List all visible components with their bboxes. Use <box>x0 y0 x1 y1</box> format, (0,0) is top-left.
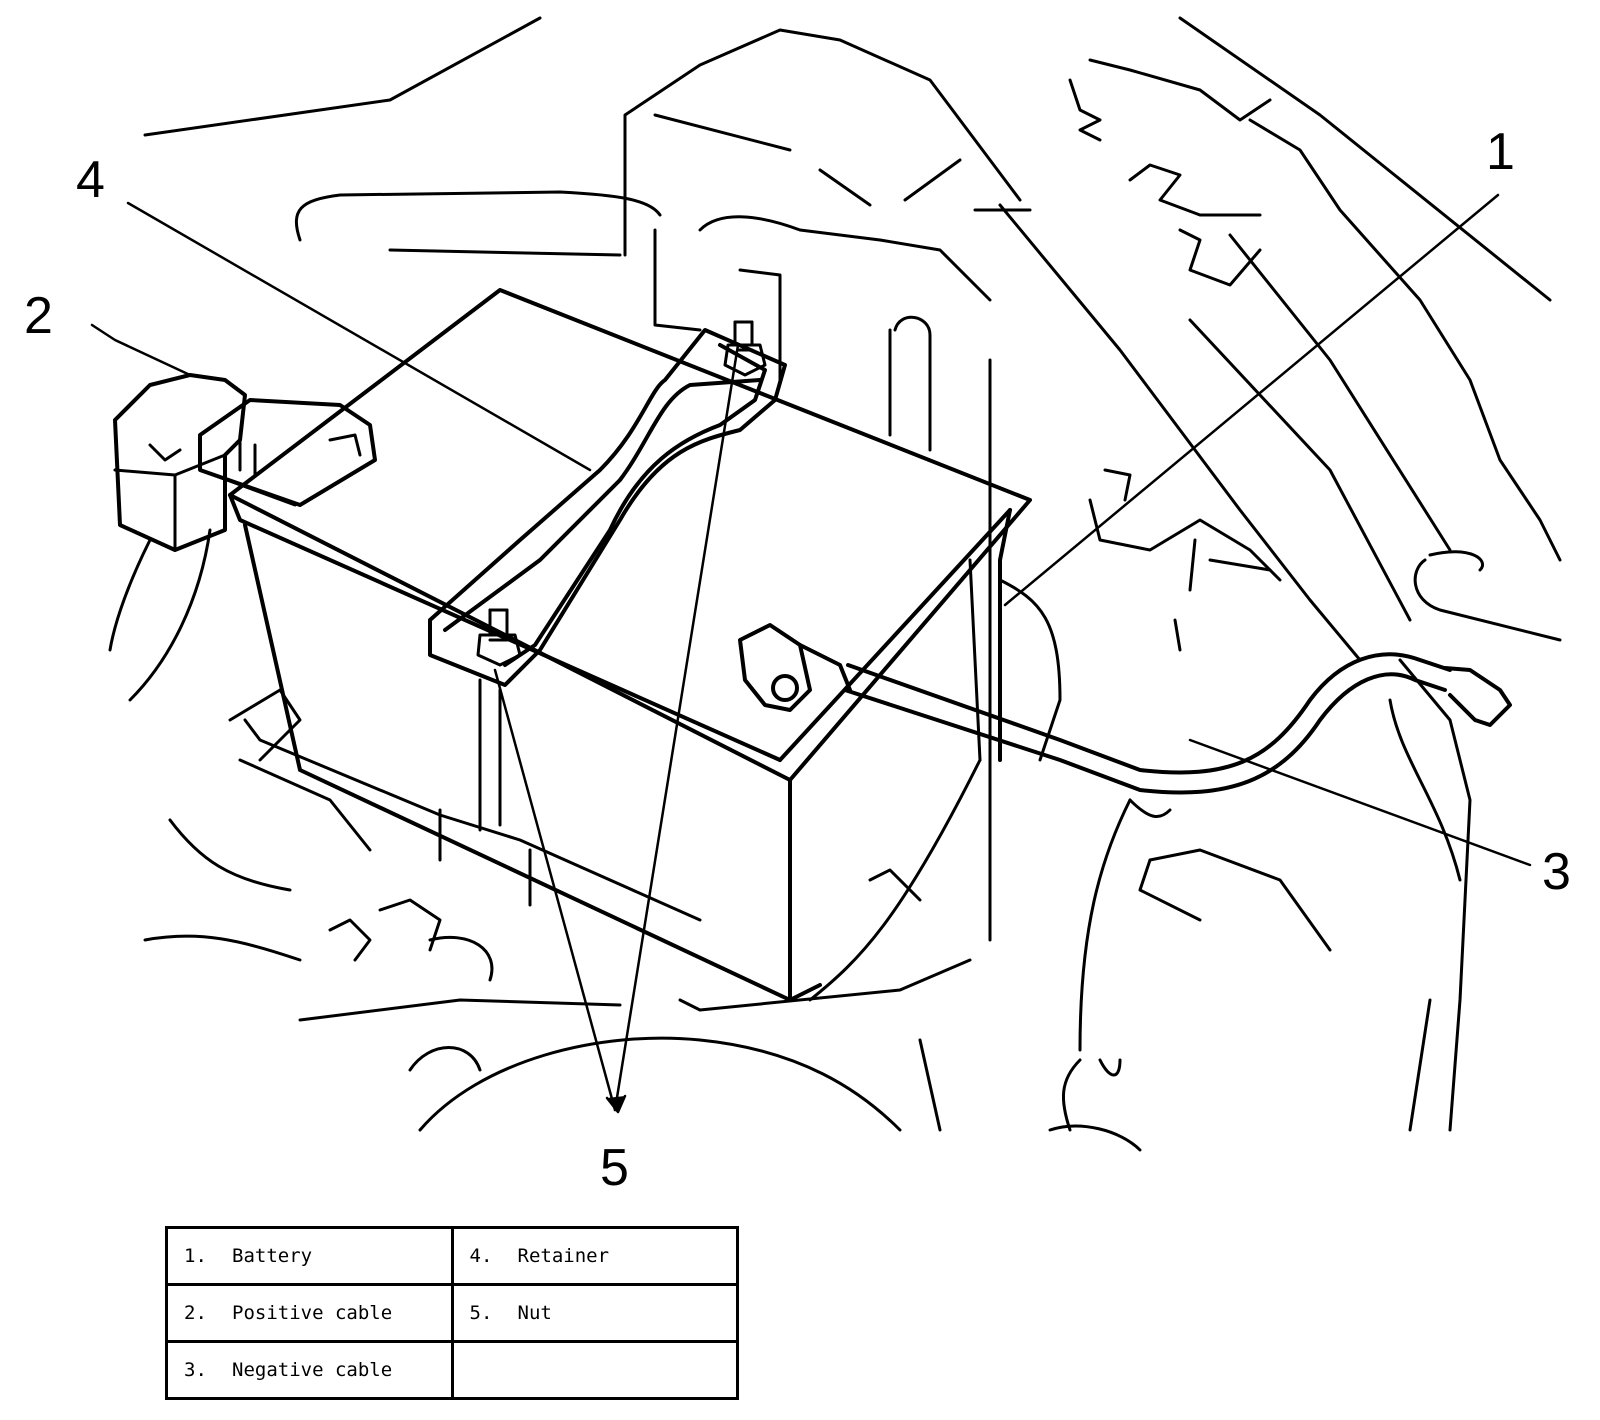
legend-row: 1. Battery 4. Retainer <box>165 1226 739 1286</box>
battery-tray <box>243 215 1062 1002</box>
leader-lines <box>90 193 1532 1114</box>
engine-bay-background <box>143 16 1562 1152</box>
battery-installation-illustration <box>90 16 1562 1152</box>
positive-cable[interactable] <box>113 373 377 552</box>
legend-number: 4. <box>469 1245 493 1267</box>
legend-number: 2. <box>184 1302 207 1324</box>
callout-1: 1 <box>1486 123 1515 181</box>
legend-number: 5. <box>469 1302 493 1324</box>
legend-table: 1. Battery 4. Retainer 2. Positive cable 5.… <box>165 1226 739 1400</box>
legend-cell: 2. Positive cable <box>165 1283 454 1343</box>
battery-body[interactable] <box>228 288 1032 1002</box>
callout-2: 2 <box>24 287 53 345</box>
legend-label: Nut <box>517 1302 552 1324</box>
legend-row: 3. Negative cable <box>165 1340 739 1400</box>
legend-cell: 5. Nut <box>450 1283 739 1343</box>
legend-cell: 3. Negative cable <box>165 1340 454 1400</box>
negative-cable[interactable] <box>738 623 1512 795</box>
legend-number: 1. <box>184 1245 207 1267</box>
legend-cell: 4. Retainer <box>450 1226 739 1286</box>
legend-label: Negative cable <box>232 1359 393 1381</box>
callout-4: 4 <box>76 151 105 209</box>
legend-cell-empty <box>450 1340 739 1400</box>
callout-3: 3 <box>1542 843 1571 901</box>
legend-label: Positive cable <box>232 1302 393 1324</box>
legend-cell: 1. Battery <box>165 1226 454 1286</box>
legend-row: 2. Positive cable 5. Nut <box>165 1283 739 1343</box>
nut-front[interactable] <box>476 608 522 667</box>
left-engine-parts <box>108 528 972 1132</box>
legend-number: 3. <box>184 1359 207 1381</box>
legend-label: Battery <box>232 1245 313 1267</box>
callout-5: 5 <box>600 1139 629 1197</box>
nut-rear[interactable] <box>723 320 767 377</box>
legend-label: Retainer <box>517 1245 610 1267</box>
retainer[interactable] <box>428 328 787 687</box>
